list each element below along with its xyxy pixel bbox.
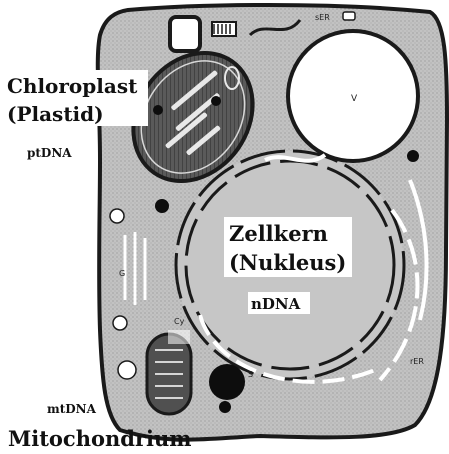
nucleus-label: Zellkern xyxy=(229,221,328,246)
s-label: S xyxy=(248,370,253,379)
ndna-label: nDNA xyxy=(251,295,301,313)
nukleus-label: (Nukleus) xyxy=(229,250,346,275)
ser-label: sER xyxy=(315,13,330,22)
vacuole-label: V xyxy=(351,94,358,104)
plastid-label: (Plastid) xyxy=(7,102,104,126)
rer-label: rER xyxy=(410,357,424,366)
chloroplast-label: Chloroplast xyxy=(7,74,138,98)
golgi-label: G xyxy=(119,269,125,278)
mtdna-label: mtDNA xyxy=(47,402,97,416)
mitochondrion xyxy=(147,334,191,414)
mitochondrium-label: Mitochondrium xyxy=(8,426,191,451)
cytoplasm-label: Cy xyxy=(174,317,185,326)
ptdna-label: ptDNA xyxy=(27,146,72,160)
